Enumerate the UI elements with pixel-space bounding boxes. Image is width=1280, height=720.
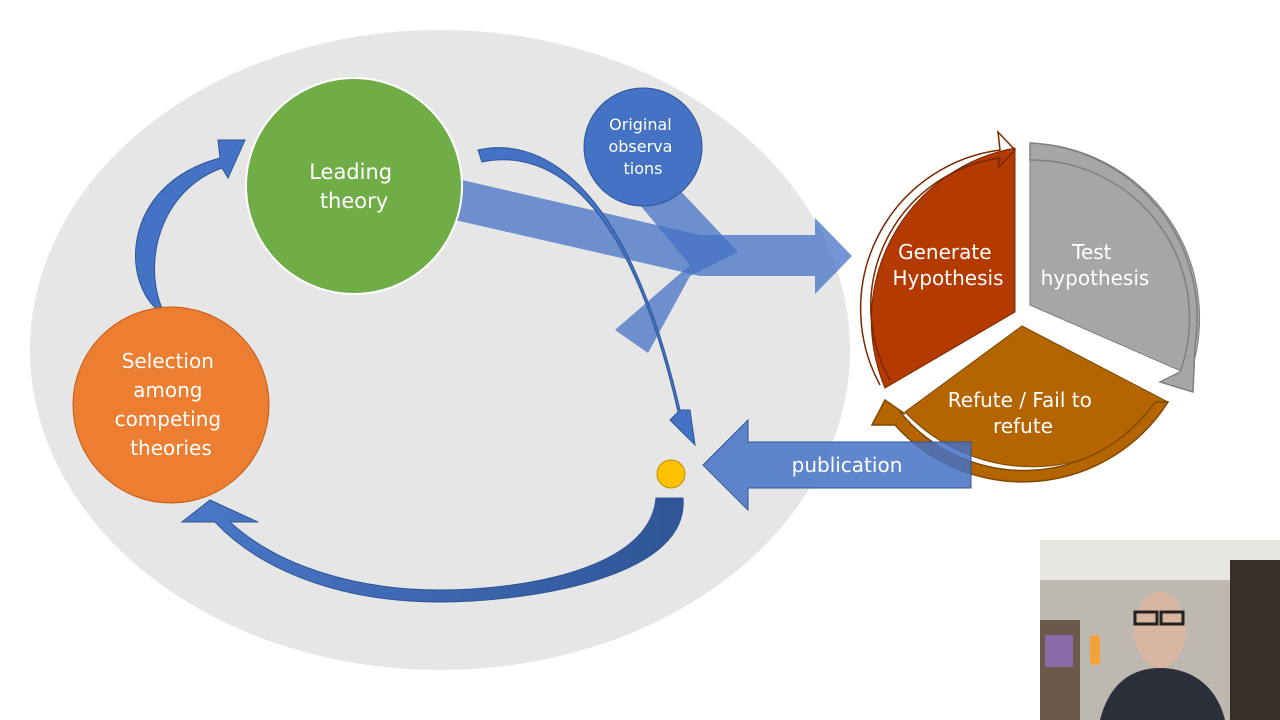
original-observations-node: [583, 87, 703, 207]
selection-node: [72, 306, 270, 504]
selection-label-2: among: [133, 378, 202, 402]
generate-cycle-arrow-icon: [859, 129, 1017, 386]
test-label-2: hypothesis: [1041, 266, 1150, 290]
observations-label-3: tions: [624, 159, 663, 178]
svg-text:Test hypothesis: Test hypothesis: [1041, 240, 1150, 290]
dot-to-selection-curve-arrow: [180, 497, 684, 603]
leading-theory-node: [245, 77, 463, 295]
leading-theory-label-1: Leading: [309, 160, 392, 184]
svg-text:Selection among compet: Selection among competing theories: [115, 349, 228, 460]
observations-arrow: [615, 185, 738, 353]
publication-arrow: [702, 418, 972, 512]
test-label-1: Test: [1071, 240, 1112, 264]
test-cycle-arrow-icon: [1029, 142, 1198, 393]
selection-label-1: Selection: [122, 349, 214, 373]
generate-label-2: Hypothesis: [892, 266, 1003, 290]
svg-text:Refute / Fail to refute: Refute / Fail to refute: [948, 388, 1098, 438]
generate-hypothesis-segment: [870, 147, 1016, 389]
refute-label-1: Refute / Fail to: [948, 388, 1092, 412]
publication-dot: [656, 459, 686, 489]
leading-theory-label-2: theory: [320, 189, 388, 213]
svg-text:Leading theory: Leading theory: [309, 160, 399, 213]
observations-label-1: Original: [609, 115, 672, 134]
theory-to-hypothesis-arrow: [455, 180, 852, 294]
selection-to-theory-curve-arrow: [135, 139, 246, 317]
generate-label-1: Generate: [898, 240, 991, 264]
selection-label-4: theories: [130, 436, 212, 460]
publication-label: publication: [792, 453, 903, 477]
svg-text:Generate Hypothesis: Generate Hypothesis: [892, 240, 1003, 290]
observations-label-2: observa: [608, 137, 672, 156]
svg-text:Original observa tions: Original observa tions: [608, 115, 677, 178]
theory-to-dot-curve-arrow: [477, 147, 696, 447]
refute-label-2: refute: [993, 414, 1053, 438]
selection-label-3: competing: [115, 407, 221, 431]
presenter-webcam: [1040, 540, 1280, 720]
